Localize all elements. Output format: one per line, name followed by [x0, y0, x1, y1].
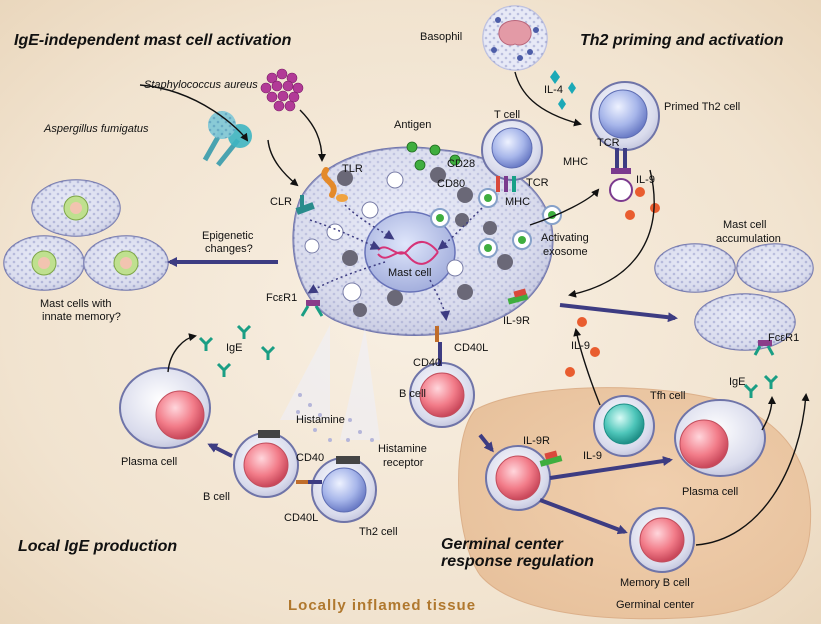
t-cell	[481, 119, 543, 192]
label-primed-th2: Primed Th2 cell	[664, 101, 741, 113]
label-aspergillus: Aspergillus fumigatus	[44, 123, 149, 135]
label-activating-2: exosome	[543, 246, 588, 258]
tfh-cell	[593, 395, 655, 457]
fce-r1-receptor-left	[300, 300, 324, 317]
mast-cells-innate-memory	[3, 179, 169, 291]
label-basophil: Basophil	[420, 31, 463, 43]
b-cell-mid	[409, 326, 475, 428]
label-b-cell-left: B cell	[203, 491, 230, 503]
tlr-receptor	[321, 167, 348, 202]
title-local-ige: Local IgE production	[18, 538, 178, 555]
plasma-cell-right	[674, 399, 766, 477]
label-mast-accum-2: accumulation	[716, 233, 781, 245]
label-il9-mid: IL-9	[571, 340, 590, 352]
mast-cell-central	[292, 146, 554, 336]
ige-antibodies-left	[198, 324, 276, 377]
title-th2-priming: Th2 priming and activation	[580, 32, 784, 49]
footer-inflamed-tissue: Locally inflamed tissue	[288, 597, 477, 614]
label-mast-cell: Mast cell	[388, 267, 432, 279]
label-cd28: CD28	[447, 158, 476, 170]
signal-arrows	[139, 71, 810, 546]
label-cd40-left: CD40	[296, 452, 325, 464]
title-ige-independent: IgE-independent mast cell activation	[14, 32, 292, 49]
label-histamine-receptor-2: receptor	[383, 457, 424, 469]
label-tfh-cell: Tfh cell	[650, 390, 686, 402]
plasma-cell-left	[119, 367, 211, 449]
label-plasma-cell-left: Plasma cell	[121, 456, 178, 468]
title-germinal-center-line1: Germinal center	[441, 536, 563, 553]
histamine-dots	[296, 393, 374, 442]
aspergillus-fumigatus	[202, 111, 252, 167]
label-germinal-center: Germinal center	[616, 599, 695, 611]
staphylococcus-aureus-cluster	[260, 68, 304, 112]
mast-cell-accumulation	[654, 243, 814, 356]
label-fce-r1-right: FcεR1	[768, 332, 800, 344]
il9-molecules	[565, 187, 660, 377]
il9r-receptor-mast	[507, 288, 529, 305]
label-histamine-receptor-1: Histamine	[378, 443, 427, 455]
label-cd40l-mid: CD40L	[454, 342, 489, 354]
basophil-cell	[482, 5, 548, 71]
label-tcr-top: TCR	[597, 137, 620, 149]
label-memory-b: Memory B cell	[620, 577, 690, 589]
label-activating-1: Activating	[541, 232, 589, 244]
label-il4: IL-4	[544, 84, 563, 96]
label-il9r-mid: IL-9R	[503, 315, 530, 327]
ige-antibodies-right	[743, 374, 779, 398]
label-mast-accum-1: Mast cell	[723, 219, 767, 231]
label-cd40l-left: CD40L	[284, 512, 319, 524]
histamine-release	[280, 325, 380, 440]
label-cd80: CD80	[437, 178, 466, 190]
label-fce-r1-left: FcεR1	[266, 292, 298, 304]
activating-exosomes	[512, 205, 562, 250]
germinal-center-b-cell	[485, 445, 563, 511]
primed-th2-cell	[590, 81, 660, 202]
label-epigenetic-1: Epigenetic	[202, 230, 254, 242]
label-clr: CLR	[270, 196, 293, 208]
label-il9r-gc: IL-9R	[523, 435, 550, 447]
label-epigenetic-2: changes?	[205, 243, 253, 255]
label-tlr: TLR	[342, 163, 363, 175]
label-ige-right: IgE	[729, 376, 746, 388]
il4-molecules	[550, 70, 576, 110]
label-mhc: MHC	[505, 196, 531, 208]
label-t-cell: T cell	[494, 109, 521, 121]
label-plasma-cell-right: Plasma cell	[682, 486, 739, 498]
pathway-arrows	[167, 257, 678, 535]
intracellular-signal-arrows	[307, 204, 483, 321]
label-mhc-top: MHC	[563, 156, 589, 168]
clr-receptor	[295, 195, 315, 215]
label-antigen: Antigen	[394, 119, 432, 131]
memory-b-cell	[629, 507, 695, 573]
label-tcr: TCR	[526, 177, 549, 189]
label-il9-gc: IL-9	[583, 450, 602, 462]
label-innate-2: innate memory?	[42, 311, 121, 323]
label-th2-cell: Th2 cell	[359, 526, 398, 538]
th2-cell	[296, 456, 377, 523]
label-histamine: Histamine	[296, 414, 345, 426]
label-innate-1: Mast cells with	[40, 298, 112, 310]
label-staph: Staphylococcus aureus	[144, 79, 258, 91]
label-cd40-mid: CD40	[413, 357, 442, 369]
label-il9-top: IL-9	[636, 174, 655, 186]
b-cell-left	[233, 430, 299, 498]
title-germinal-center-line2: response regulation	[441, 553, 594, 570]
antigen-particles	[406, 141, 461, 171]
label-b-cell-mid: B cell	[399, 388, 426, 400]
label-ige-left: IgE	[226, 342, 243, 354]
